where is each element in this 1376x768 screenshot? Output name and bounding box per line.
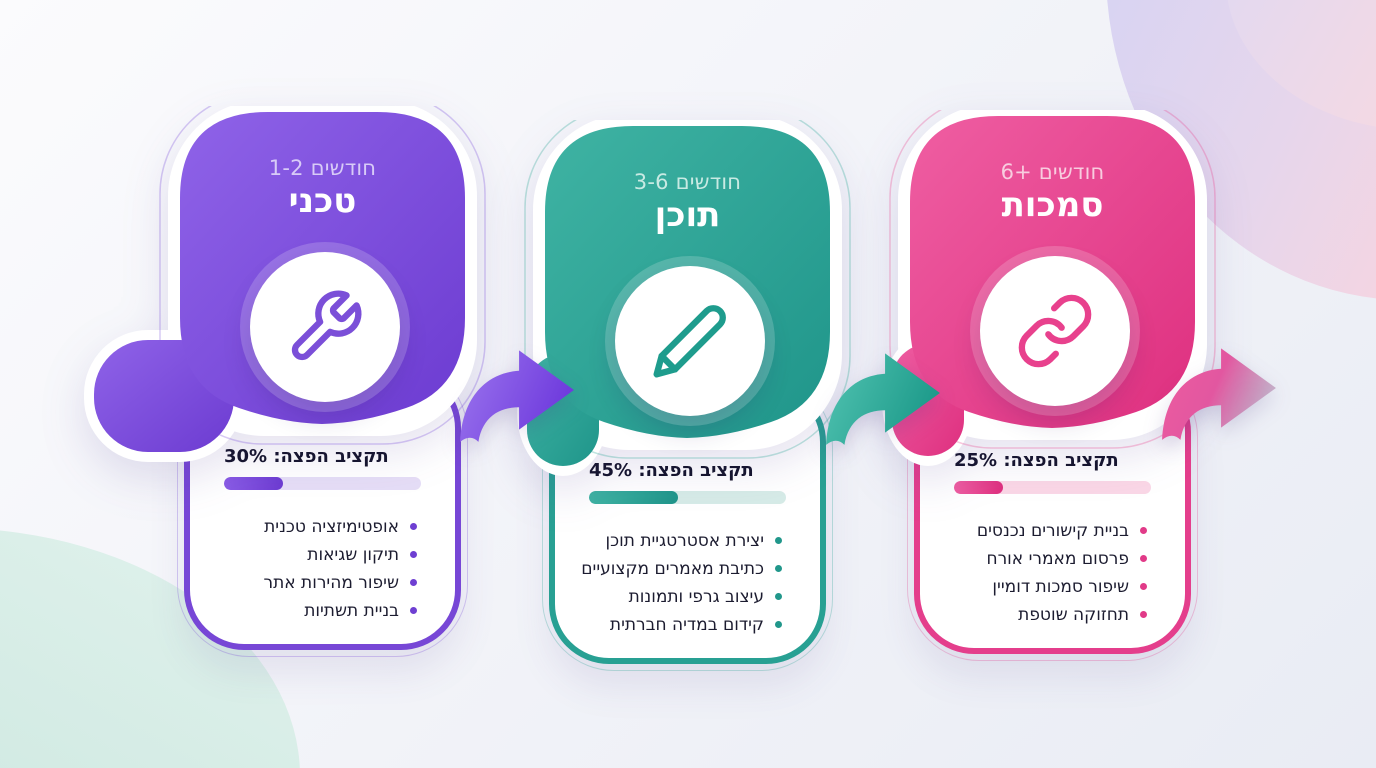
list-item: אופטימיזציה טכנית bbox=[206, 514, 417, 542]
budget-label: תקציב הפצה: 45% bbox=[589, 460, 754, 481]
phase-task-list: בניית קישורים נכנסים פרסום מאמרי אורח שי… bbox=[936, 518, 1147, 630]
phase-header: חודשים +6 סמכות bbox=[910, 160, 1195, 224]
phase-title: תוכן bbox=[654, 195, 721, 235]
budget-progress-fill bbox=[954, 481, 1004, 494]
phase-card-content: חודשים 3-6 תוכן תקציב הפצה: 45% יצירת אס… bbox=[517, 120, 851, 692]
phase-icon-circle bbox=[250, 252, 400, 402]
list-item: תיקון שגיאות bbox=[206, 542, 417, 570]
budget-progress-track bbox=[589, 491, 786, 504]
list-item: שיפור מהירות אתר bbox=[206, 570, 417, 598]
background-blob-top-right-inner bbox=[1226, 0, 1376, 130]
list-item: פרסום מאמרי אורח bbox=[936, 546, 1147, 574]
phase-header: חודשים 1-2 טכני bbox=[180, 156, 465, 220]
list-item: שיפור סמכות דומיין bbox=[936, 574, 1147, 602]
wrench-icon bbox=[291, 290, 362, 361]
list-item: קידום במדיה חברתית bbox=[571, 612, 782, 640]
list-item: עיצוב גרפי ותמונות bbox=[571, 584, 782, 612]
phase-detail-panel: תקציב הפצה: 25% בניית קישורים נכנסים פרס… bbox=[907, 365, 1198, 661]
phase-detail-panel: תקציב הפצה: 30% אופטימיזציה טכנית תיקון … bbox=[177, 361, 468, 657]
phase-months-label: חודשים +6 bbox=[1000, 160, 1105, 184]
phase-icon-circle bbox=[980, 256, 1130, 406]
phase-card-authority: חודשים +6 סמכות תקציב הפצה: 25% בניית קי… bbox=[882, 110, 1216, 682]
budget-label: תקציב הפצה: 25% bbox=[954, 450, 1119, 471]
phase-months-label: חודשים 1-2 bbox=[268, 156, 377, 180]
budget-progress-track bbox=[954, 481, 1151, 494]
budget-label: תקציב הפצה: 30% bbox=[224, 446, 389, 467]
list-item: יצירת אסטרטגיית תוכן bbox=[571, 528, 782, 556]
phase-task-list: יצירת אסטרטגיית תוכן כתיבת מאמרים מקצועי… bbox=[571, 528, 782, 640]
phase-detail-panel: תקציב הפצה: 45% יצירת אסטרטגיית תוכן כתי… bbox=[542, 375, 833, 671]
pencil-icon bbox=[653, 305, 726, 378]
phase-months-label: חודשים 3-6 bbox=[633, 170, 742, 194]
list-item: תחזוקה שוטפת bbox=[936, 602, 1147, 630]
phase-icon-circle bbox=[615, 266, 765, 416]
list-item: כתיבת מאמרים מקצועיים bbox=[571, 556, 782, 584]
list-item: בניית קישורים נכנסים bbox=[936, 518, 1147, 546]
budget-progress-fill bbox=[224, 477, 284, 490]
phase-header: חודשים 3-6 תוכן bbox=[545, 170, 830, 234]
list-item: בניית תשתיות bbox=[206, 598, 417, 626]
phase-task-list: אופטימיזציה טכנית תיקון שגיאות שיפור מהי… bbox=[206, 514, 417, 626]
budget-progress-track bbox=[224, 477, 421, 490]
phase-title: סמכות bbox=[1001, 185, 1104, 225]
phase-card-technical: חודשים 1-2 טכני תקציב הפצה: 30% אופטימיז… bbox=[84, 106, 486, 678]
budget-progress-fill bbox=[589, 491, 678, 504]
link-icon bbox=[1018, 294, 1092, 368]
phase-title: טכני bbox=[288, 181, 357, 221]
